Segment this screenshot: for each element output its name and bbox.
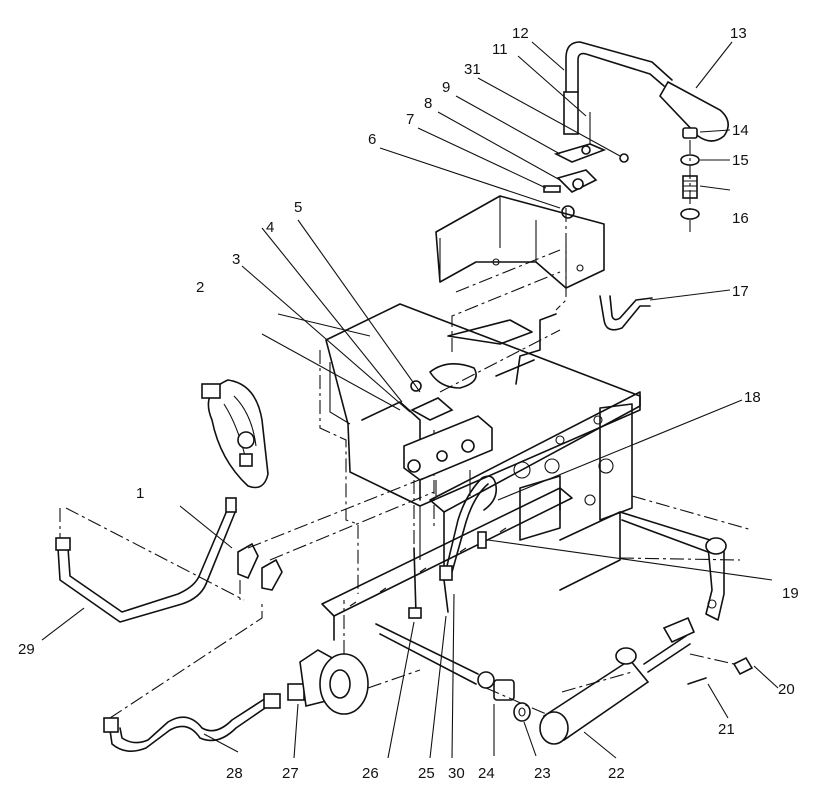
hydraulic-valve <box>403 380 493 496</box>
callout-24: 24 <box>478 765 495 782</box>
callout-7: 7 <box>406 111 414 128</box>
callout-22: 22 <box>608 765 625 782</box>
callout-3: 3 <box>232 251 240 268</box>
lever-grip <box>659 80 729 142</box>
hydraulic-cylinder <box>539 616 696 745</box>
callout-15: 15 <box>732 152 749 169</box>
bolt-26 <box>408 480 422 619</box>
callout-21: 21 <box>718 721 735 738</box>
callout-19: 19 <box>782 585 799 602</box>
control-lever <box>563 41 729 142</box>
callout-2: 2 <box>196 279 204 296</box>
control-link <box>599 295 653 331</box>
elbow-fittings <box>237 473 435 600</box>
callout-30: 30 <box>448 765 465 782</box>
callout-labels: 1 2 3 4 5 6 7 8 9 11 12 13 14 15 16 17 1… <box>18 25 799 782</box>
side-plate <box>429 391 753 591</box>
callout-13: 13 <box>730 25 747 42</box>
callout-27: 27 <box>282 765 299 782</box>
callout-6: 6 <box>368 131 376 148</box>
spring-hardware <box>680 127 700 232</box>
hydraulic-pump <box>287 600 421 715</box>
lower-bracket <box>321 487 573 641</box>
hydraulic-motor-upper <box>201 379 269 489</box>
callout-26: 26 <box>362 765 379 782</box>
upper-channel <box>435 195 605 311</box>
callout-8: 8 <box>424 95 432 112</box>
callout-28: 28 <box>226 765 243 782</box>
pin-and-cotter <box>687 653 754 685</box>
bell-crank <box>619 511 727 621</box>
callout-20: 20 <box>778 681 795 698</box>
callout-12: 12 <box>512 25 529 42</box>
callout-5: 5 <box>294 199 302 216</box>
callout-16: 16 <box>732 210 749 227</box>
callout-29: 29 <box>18 641 35 658</box>
callout-23: 23 <box>534 765 551 782</box>
hydraulic-hose-28 <box>103 600 281 752</box>
shaft-bushings <box>375 623 561 722</box>
callout-25: 25 <box>418 765 435 782</box>
callout-9: 9 <box>442 79 450 96</box>
hydraulic-tube-30 <box>445 475 498 573</box>
callout-31: 31 <box>464 61 481 78</box>
leader-lines <box>41 41 779 759</box>
pivot-bracket <box>543 112 629 219</box>
bolt-25 <box>439 565 453 613</box>
callout-11: 11 <box>492 41 508 58</box>
callout-17: 17 <box>732 283 749 300</box>
hydraulic-hose-29 <box>55 497 245 623</box>
callout-14: 14 <box>732 122 749 139</box>
callout-18: 18 <box>744 389 761 406</box>
callout-4: 4 <box>266 219 274 236</box>
callout-1: 1 <box>136 485 144 502</box>
frame-outline <box>319 249 561 594</box>
